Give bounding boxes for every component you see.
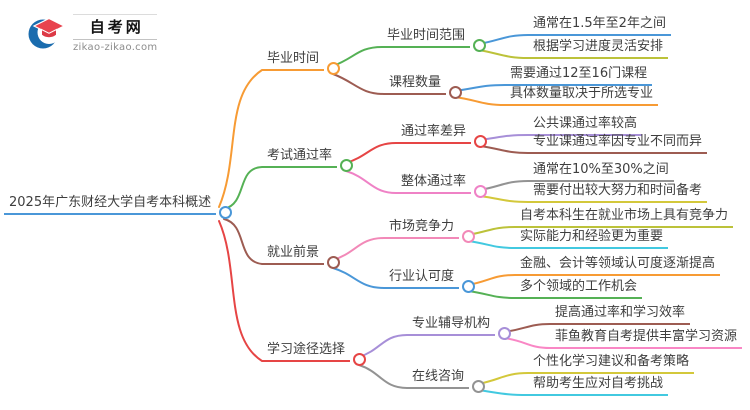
subtopic-market-competitiveness[interactable]: 市场竞争力	[384, 219, 476, 243]
leaf-node[interactable]: 专业课通过率因专业不同而异	[528, 134, 708, 154]
edge	[358, 364, 408, 389]
edge	[467, 290, 516, 299]
branch-learning-path[interactable]: 学习途径选择	[262, 342, 367, 366]
graduation-cap-icon	[28, 17, 66, 49]
subtopic-course-count[interactable]: 课程数量	[384, 75, 463, 99]
subtopic-graduation-time-range[interactable]: 毕业时间范围	[382, 28, 487, 52]
edge	[503, 337, 551, 349]
edge	[345, 170, 397, 194]
leaf-node[interactable]: 具体数量取决于所选专业	[505, 86, 659, 106]
edge	[345, 142, 397, 164]
leaf-node[interactable]: 提高通过率和学习效率	[550, 305, 691, 325]
subtopic-tutoring-institutions[interactable]: 专业辅导机构	[407, 316, 512, 340]
leaf-node[interactable]: 自考本科生在就业市场上具有竞争力	[515, 208, 734, 228]
subtopic-industry-recognition[interactable]: 行业认可度	[384, 269, 476, 293]
branch-exam-pass-rate[interactable]: 考试通过率	[262, 148, 354, 172]
edge	[223, 218, 263, 265]
edge	[479, 195, 529, 203]
edge	[332, 237, 385, 261]
site-name: 自考网	[73, 13, 158, 40]
edge	[218, 220, 263, 362]
edge	[479, 145, 529, 154]
root-node[interactable]: 2025年广东财经大学自考本科概述	[4, 195, 233, 219]
edge	[332, 73, 385, 95]
edge	[332, 46, 383, 67]
leaf-node[interactable]: 多个领域的工作机会	[515, 279, 643, 299]
edge	[503, 323, 551, 333]
subtopic-overall-pass-rate[interactable]: 整体通过率	[396, 174, 488, 198]
edge	[467, 240, 516, 249]
leaf-node[interactable]: 需要付出较大努力和时间备考	[528, 183, 708, 203]
edge	[478, 49, 529, 59]
leaf-node[interactable]: 需要通过12至16门课程	[505, 66, 653, 86]
leaf-node[interactable]: 帮助考生应对自考挑战	[528, 376, 669, 396]
edge	[478, 34, 529, 45]
edge	[479, 180, 529, 191]
leaf-node[interactable]: 通常在10%至30%之间	[528, 162, 674, 182]
leaf-node[interactable]: 实际能力和经验更为重要	[515, 229, 669, 249]
edge	[467, 226, 516, 236]
edge	[218, 69, 263, 208]
leaf-node[interactable]: 菲鱼教育自考提供丰富学习资源	[550, 329, 743, 349]
site-url: zikao-zikao.com	[73, 41, 158, 53]
edge	[479, 134, 529, 141]
site-logo: 自考网 zikao-zikao.com	[26, 13, 158, 53]
edge	[477, 372, 529, 385]
edge	[358, 334, 408, 358]
edge	[477, 389, 529, 396]
branch-career-prospects[interactable]: 就业前景	[262, 245, 341, 269]
subtopic-pass-rate-difference[interactable]: 通过率差异	[396, 124, 488, 148]
edge	[332, 267, 385, 289]
site-logo-text: 自考网 zikao-zikao.com	[73, 13, 158, 53]
edge	[454, 84, 506, 92]
edge	[454, 96, 506, 106]
branch-graduation-time[interactable]: 毕业时间	[262, 51, 341, 75]
leaf-node[interactable]: 个性化学习建议和备考策略	[528, 354, 695, 374]
leaf-node[interactable]: 通常在1.5年至2年之间	[528, 16, 671, 36]
leaf-node[interactable]: 金融、会计等领域认可度逐渐提高	[515, 256, 721, 276]
edge	[223, 166, 263, 210]
subtopic-online-consultation[interactable]: 在线咨询	[407, 369, 486, 393]
leaf-node[interactable]: 根据学习进度灵活安排	[528, 39, 669, 59]
edge	[467, 274, 516, 286]
leaf-node[interactable]: 公共课通过率较高	[528, 116, 643, 136]
